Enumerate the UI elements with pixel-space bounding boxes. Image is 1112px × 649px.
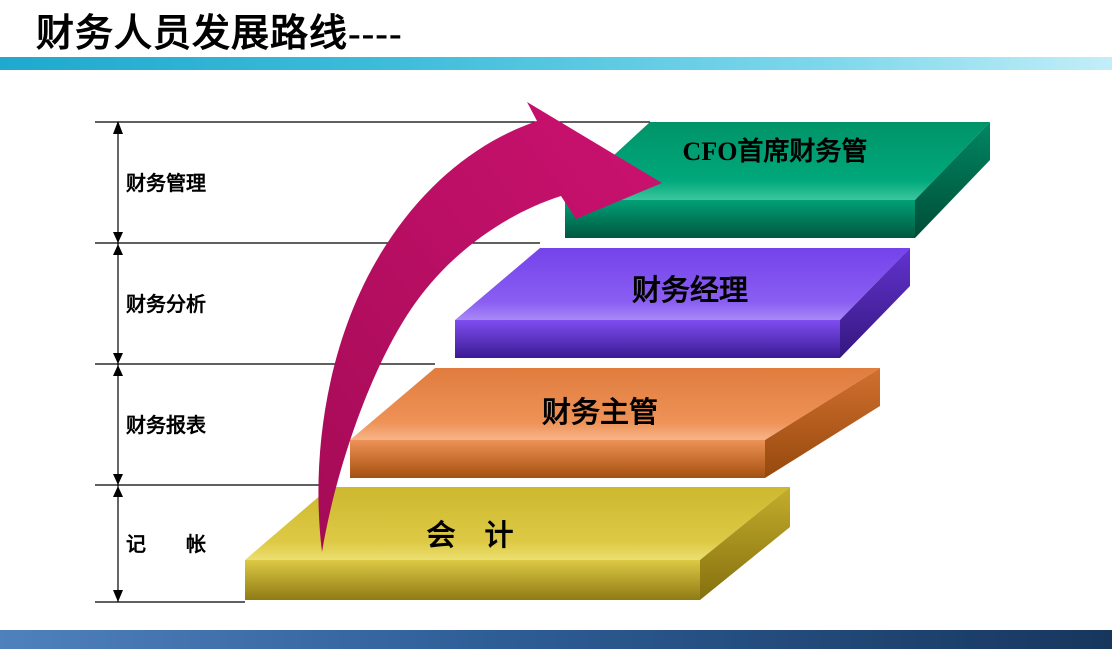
step-finance-supervisor-top-face: [350, 368, 880, 440]
axis-arrowhead-up: [113, 121, 123, 134]
axis-label-bookkeeping: 记 帐: [126, 533, 206, 556]
axis-arrowhead-down: [113, 474, 123, 485]
step-accountant-front-face: [245, 560, 700, 600]
step-accountant: [245, 487, 790, 600]
step-cfo-side-face: [915, 122, 990, 238]
step-accountant-side-face: [700, 487, 790, 600]
step-finance-manager-front-face: [455, 320, 840, 358]
step-finance-manager-top-face: [455, 248, 910, 320]
step-finance-supervisor-front-face: [350, 440, 765, 478]
footer-bar: [0, 630, 1112, 649]
axis-label-financial-analysis: 财务分析: [126, 292, 206, 316]
step-finance-manager: [455, 248, 910, 358]
step-finance-supervisor: [350, 368, 880, 478]
step-cfo-top-face: [565, 122, 990, 200]
step-accountant-top-face: [245, 487, 790, 560]
step-cfo: [565, 122, 990, 238]
axis-arrowhead-up: [113, 365, 123, 376]
axis-label-financial-management: 财务管理: [126, 171, 206, 195]
axis-arrowhead-down: [113, 353, 123, 364]
step-finance-supervisor-side-face: [765, 368, 880, 478]
step-label-cfo: CFO首席财务管: [683, 136, 868, 166]
step-cfo-front-face: [565, 200, 915, 238]
step-label-finance-supervisor: 财务主管: [542, 395, 658, 429]
slide-title: 财务人员发展路线----: [36, 13, 403, 55]
growth-arrow: [318, 102, 662, 552]
axis-label-financial-statements: 财务报表: [126, 413, 207, 437]
axis-arrowhead-down: [113, 232, 123, 243]
step-label-finance-manager: 财务经理: [632, 273, 748, 307]
axis-arrowhead-up: [113, 486, 123, 497]
step-label-accountant: 会 计: [426, 519, 513, 552]
title-underline-bar: [0, 57, 1112, 70]
step-finance-manager-side-face: [840, 248, 910, 358]
axis-arrowhead-up: [113, 244, 123, 255]
axis-arrowheads: [113, 121, 123, 602]
axis-arrowhead-down: [113, 590, 123, 602]
